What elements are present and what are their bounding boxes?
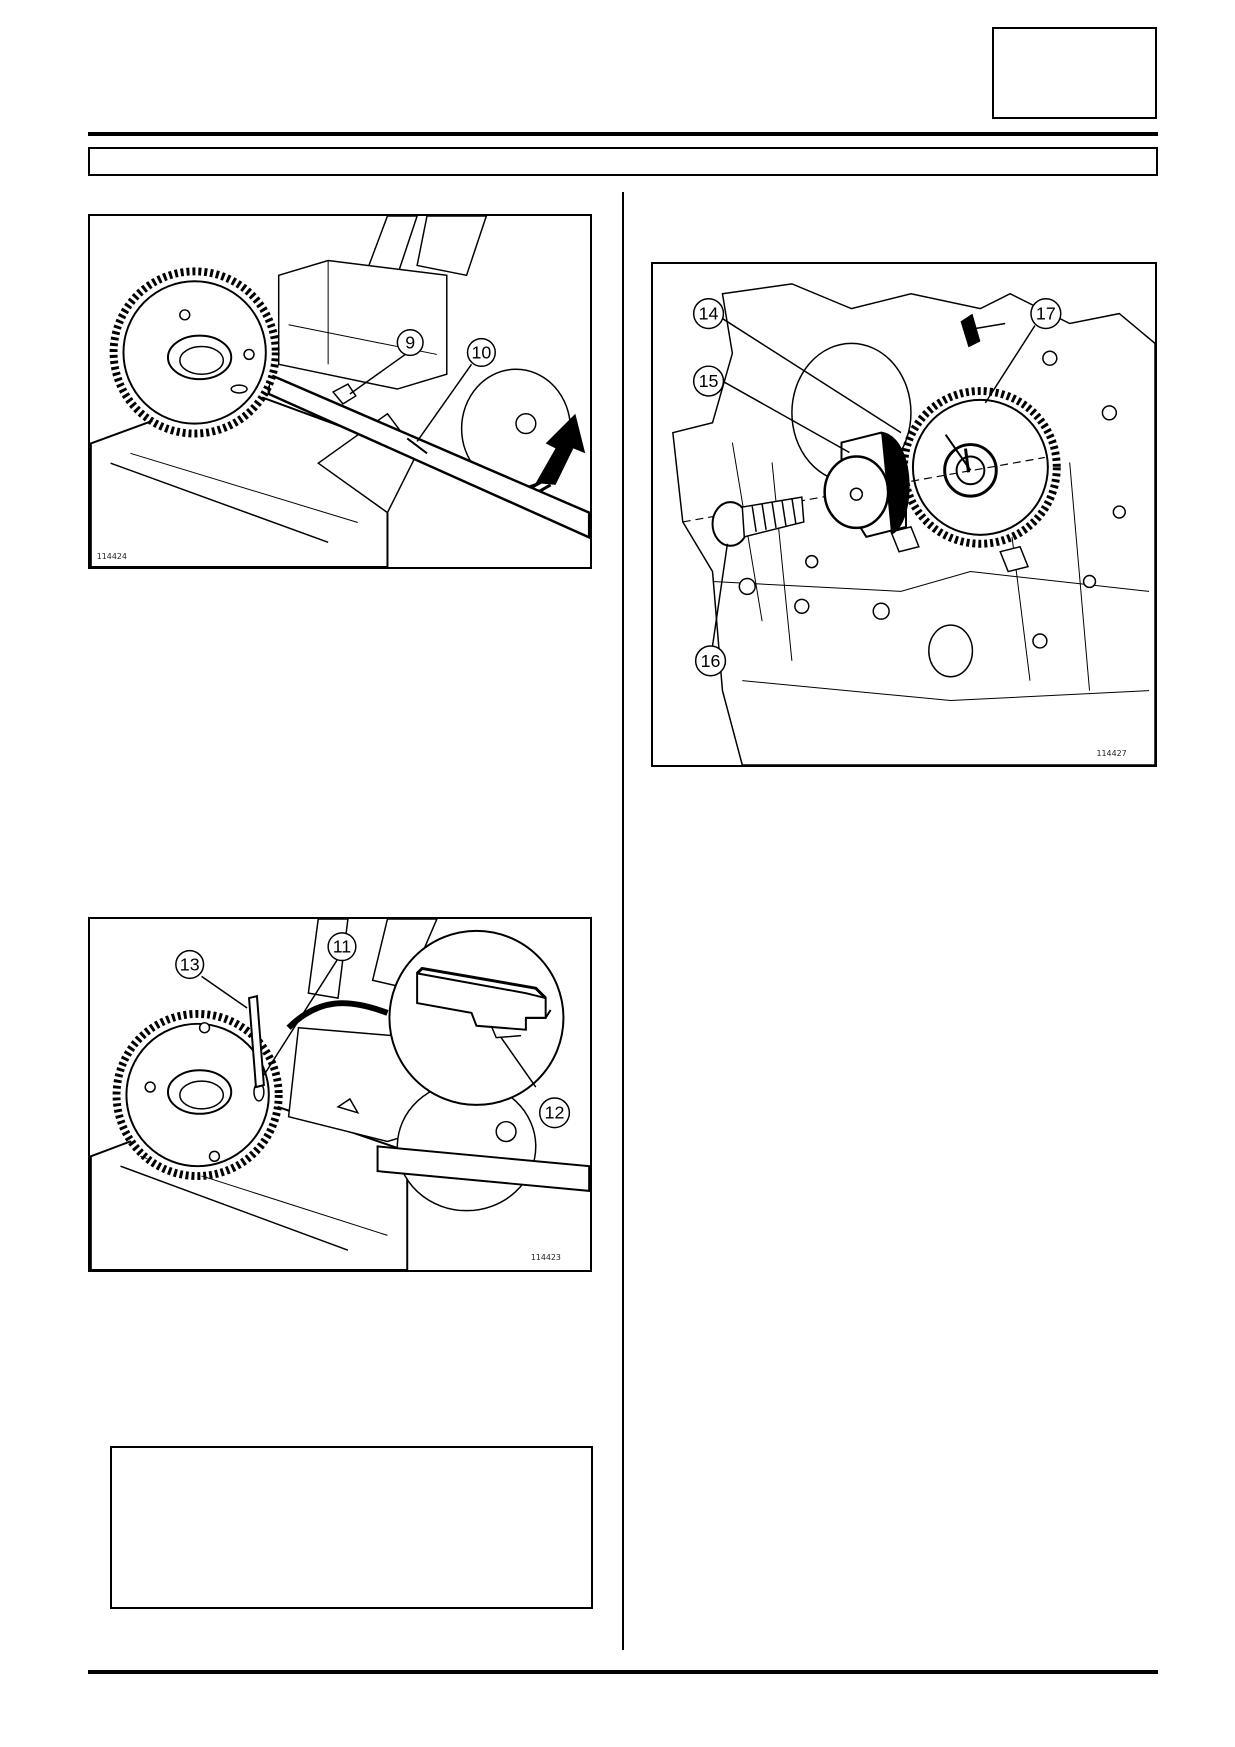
svg-text:12: 12	[545, 1103, 565, 1123]
callout-10: 10	[466, 337, 496, 368]
detail-inset	[388, 929, 565, 1106]
figure-gear-fitting: 14 17 15 16 114427	[651, 262, 1157, 767]
svg-text:15: 15	[699, 371, 719, 391]
gear-removal-illustration: 9 10 114424	[90, 216, 590, 567]
footer-rule	[88, 1670, 1158, 1674]
callout-16: 16	[694, 645, 727, 677]
svg-text:10: 10	[471, 342, 491, 362]
gear-fitting-illustration: 14 17 15 16 114427	[672, 283, 1155, 765]
chapter-reference-box	[992, 27, 1157, 119]
figure-code: 114424	[97, 552, 127, 561]
note-box	[110, 1446, 593, 1609]
callout-9: 9	[396, 328, 424, 357]
callout-11: 11	[327, 932, 357, 962]
camshaft-gear	[112, 1009, 283, 1181]
callout-14: 14	[692, 297, 725, 330]
callout-13: 13	[175, 949, 205, 980]
svg-text:11: 11	[333, 937, 352, 957]
figure-code: 114427	[1096, 749, 1126, 758]
camshaft-gear	[109, 267, 280, 438]
figure-gear-removal: 9 10 114424	[88, 214, 592, 569]
camshaft-gear	[900, 387, 1061, 548]
callout-17: 17	[1030, 297, 1062, 330]
svg-text:13: 13	[180, 954, 200, 974]
column-divider	[622, 192, 624, 1650]
gear-locking-illustration: 13 11 12 114423	[90, 919, 590, 1270]
svg-text:14: 14	[699, 304, 719, 324]
figure-code: 114423	[531, 1253, 561, 1262]
callout-15: 15	[692, 365, 725, 397]
section-title-bar	[88, 147, 1158, 176]
bolt-16	[711, 496, 805, 547]
header-rule	[88, 132, 1158, 136]
figure-gear-locking: 13 11 12 114423	[88, 917, 592, 1272]
svg-text:17: 17	[1036, 304, 1056, 324]
tool-15	[823, 431, 910, 538]
svg-text:16: 16	[701, 651, 721, 671]
callout-12: 12	[538, 1097, 571, 1129]
svg-text:9: 9	[405, 332, 415, 352]
